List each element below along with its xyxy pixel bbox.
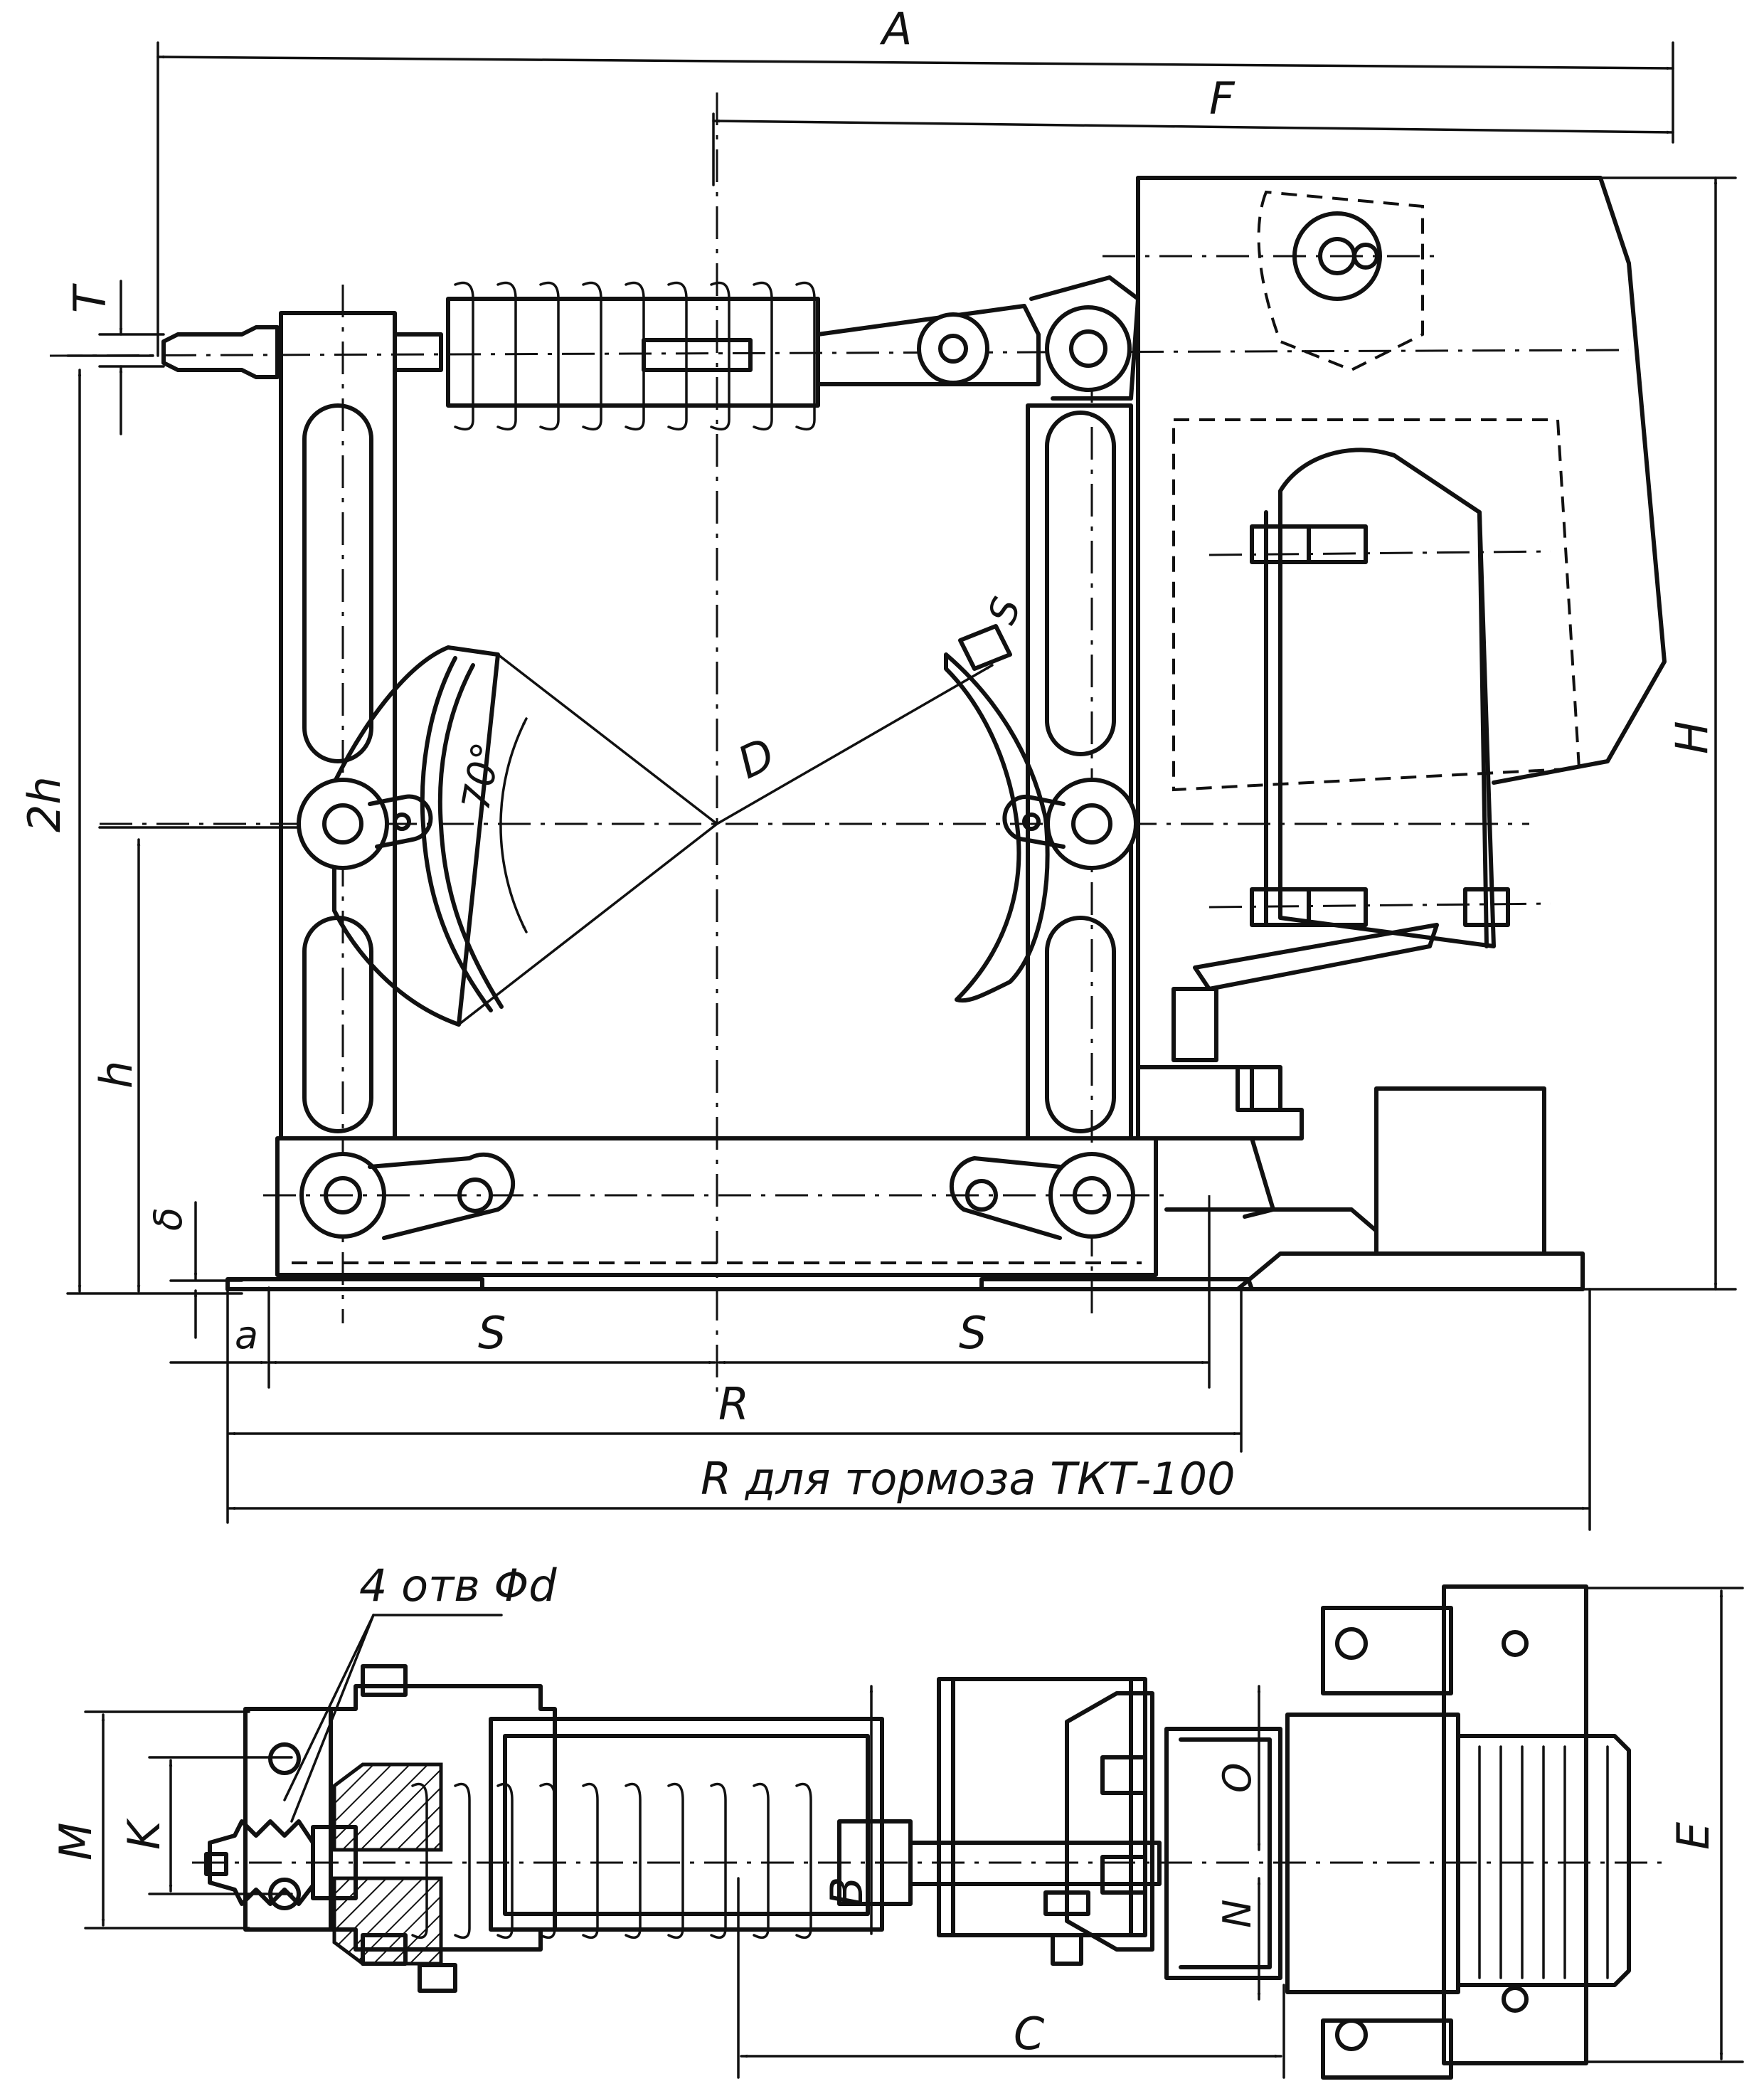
label-2h: 2h [18,776,70,832]
dimension-O-N: O N [1215,1685,1261,2001]
motor-block [1136,1065,1546,1366]
label-delta: δ [146,1207,191,1231]
label-C: C [1014,2008,1045,2060]
plan-thruster [1164,1584,1631,2080]
dimension-R: R [228,1286,1243,1453]
spring-assembly [161,275,1140,431]
left-brake-shoe: 70° [297,645,719,1027]
side-elevation-view: A F [18,3,1737,1531]
label-F: F [1209,73,1236,125]
plan-spring-cage [411,1717,1162,1939]
label-N: N [1215,1900,1260,1928]
label-M: M [50,1823,102,1861]
label-R-tkt100: R для тормоза ТКТ-100 [701,1453,1236,1505]
dimension-T: T [64,280,165,435]
plan-view: 4 отв Φd [50,1560,1744,2080]
plan-lever-plates [937,1677,1154,1966]
label-a: a [235,1313,258,1357]
plan-left-base [204,1664,557,1993]
label-B: B [821,1876,873,1907]
dimension-C: C [737,1877,1285,2079]
label-D: D [730,728,782,789]
dimension-M: M [50,1710,250,1930]
dimension-R-tkt100: R для тормоза ТКТ-100 [228,1288,1591,1531]
label-holes: 4 отв Φd [359,1560,557,1611]
dimension-B: B [821,1685,873,1935]
label-E: E [1667,1821,1719,1850]
dimension-2h: 2h [18,354,243,1295]
dimension-delta: δ [146,1201,243,1339]
dimension-A: A [156,3,1674,357]
dimension-h: h [90,826,300,1293]
dimension-a-S-S: a S S [169,1208,1211,1524]
dimension-F: F [712,73,1674,186]
label-R: R [718,1378,749,1430]
label-h: h [90,1061,142,1089]
spring-rod-axis [49,349,1630,357]
label-A: A [879,3,912,55]
right-brake-shoe: D S [716,592,1138,1003]
thruster-housing [1102,176,1667,1140]
label-S-left: S [478,1307,506,1359]
label-H: H [1666,721,1718,754]
label-O: O [1215,1762,1260,1793]
lower-bar [263,1136,1167,1277]
dimension-K: K [118,1756,293,1895]
dimension-E: E [1585,1587,1744,2063]
label-S-shoe: S [979,592,1030,630]
base-plate [225,1251,1585,1291]
label-S-right: S [959,1307,987,1359]
dimension-H: H [1581,176,1737,1291]
label-K: K [118,1818,170,1850]
label-T: T [64,283,116,313]
